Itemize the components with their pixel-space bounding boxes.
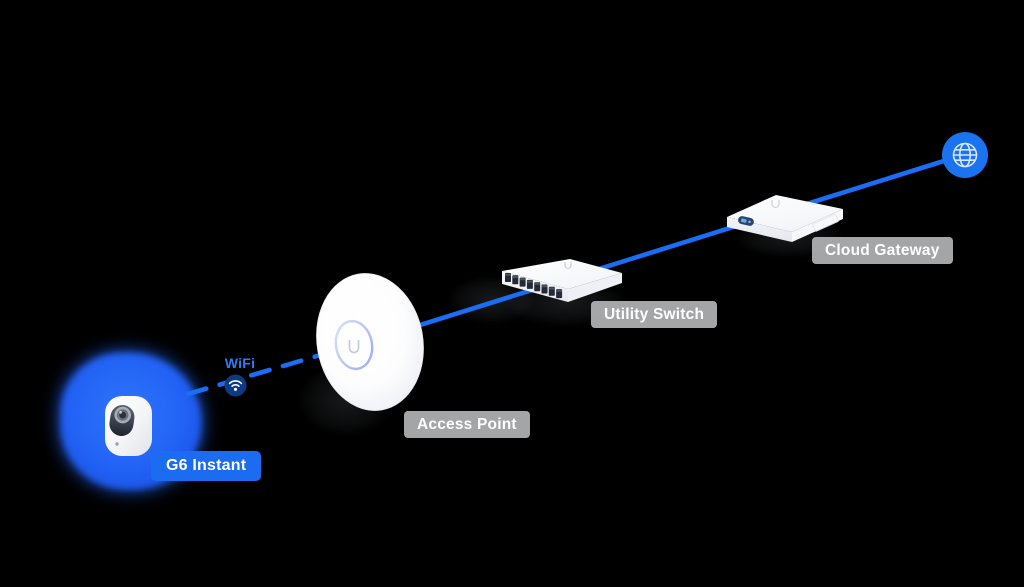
access-point-led-ring [334, 319, 374, 371]
gateway-device [727, 195, 843, 242]
utility-switch-label: Utility Switch [591, 301, 718, 328]
gateway-port-outline [812, 213, 839, 232]
wired-solid-link [366, 152, 966, 344]
wireless-dashed-link [185, 348, 337, 397]
camera-label-badge: G6 Instant [151, 451, 262, 481]
camera-device [105, 396, 152, 456]
camera-status-led [115, 442, 119, 446]
access-point-label: Access Point [404, 411, 530, 438]
cloud-gateway-label: Cloud Gateway [812, 237, 953, 264]
wifi-icon [224, 374, 247, 397]
globe-icon [942, 132, 988, 178]
wifi-label: WiFi [224, 355, 256, 371]
ubiquiti-logo-icon [771, 200, 780, 209]
ubiquiti-logo-icon [564, 262, 572, 270]
access-point-device [316, 273, 424, 411]
ubiquiti-logo-icon [348, 340, 360, 354]
switch-device [502, 259, 622, 302]
switch-ports [505, 273, 563, 299]
camera-lens [109, 405, 135, 436]
gateway-display [738, 216, 754, 226]
